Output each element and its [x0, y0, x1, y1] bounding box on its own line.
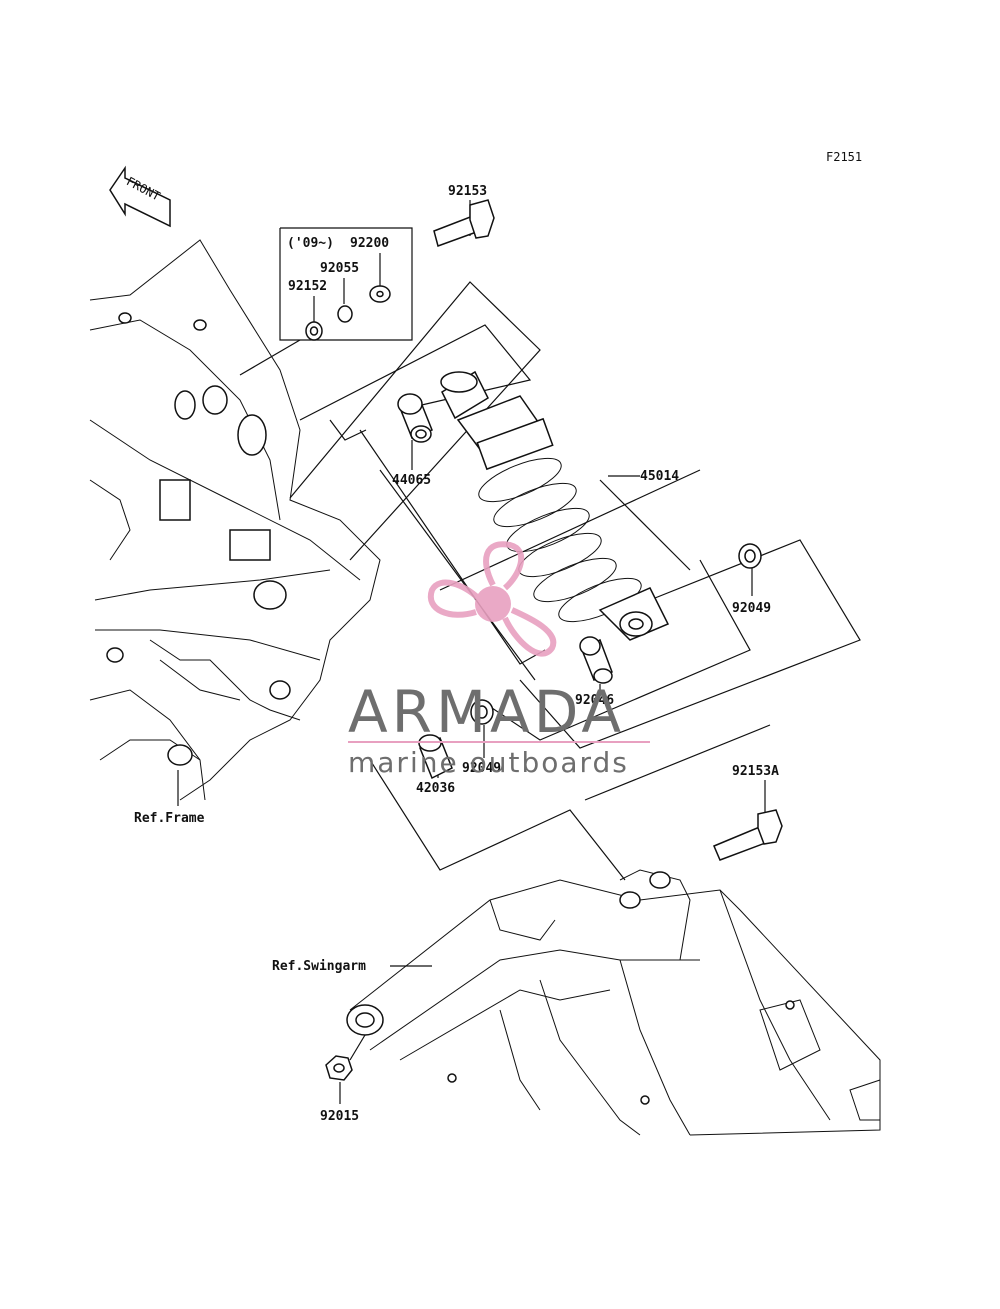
- part-42036-label: 42036: [416, 781, 455, 796]
- figure-id: F2151: [826, 150, 862, 164]
- watermark-brand: ARMADA: [348, 678, 625, 746]
- exploded-guide-lines: [289, 281, 861, 881]
- o-ring-92055-icon: [337, 305, 353, 323]
- part-92200-label: 92200: [350, 236, 389, 251]
- frame-assembly: [89, 239, 381, 801]
- nut-92015-icon: [325, 1055, 353, 1081]
- part-92153-label: 92153: [448, 184, 487, 199]
- shock-absorber-45014-icon: [440, 370, 670, 641]
- part-92152-label: 92152: [288, 279, 327, 294]
- ref-frame-label: Ref.Frame: [134, 811, 205, 826]
- part-92153A-label: 92153A: [732, 764, 779, 779]
- part-92015-label: 92015: [320, 1109, 359, 1124]
- armada-logo-icon: [427, 541, 557, 657]
- bolt-92153-icon: [433, 199, 495, 247]
- bracket-group: [239, 227, 413, 376]
- washer-92200-icon: [369, 285, 391, 303]
- part-92049-lower-label: 92049: [462, 761, 501, 776]
- part-92049-upper-label: 92049: [732, 601, 771, 616]
- front-arrow-icon: FRONT: [109, 165, 171, 228]
- part-44065-label: 44065: [392, 473, 431, 488]
- bracket-note: ('09~): [287, 236, 334, 251]
- part-45014-label: 45014: [640, 469, 679, 484]
- bushing-44065-icon: [397, 393, 433, 443]
- seal-92152-icon: [305, 321, 323, 341]
- watermark-tagline: marine outboards: [348, 746, 629, 779]
- swingarm-assembly: [346, 869, 881, 1136]
- ref-swingarm-label: Ref.Swingarm: [272, 959, 366, 974]
- bolt-92153A-icon: [713, 809, 783, 861]
- part-92046-label: 92046: [575, 693, 614, 708]
- part-92055-label: 92055: [320, 261, 359, 276]
- seal-92049-upper-icon: [738, 543, 762, 569]
- seal-92049-lower-icon: [470, 699, 494, 725]
- bearing-92046-icon: [579, 636, 613, 684]
